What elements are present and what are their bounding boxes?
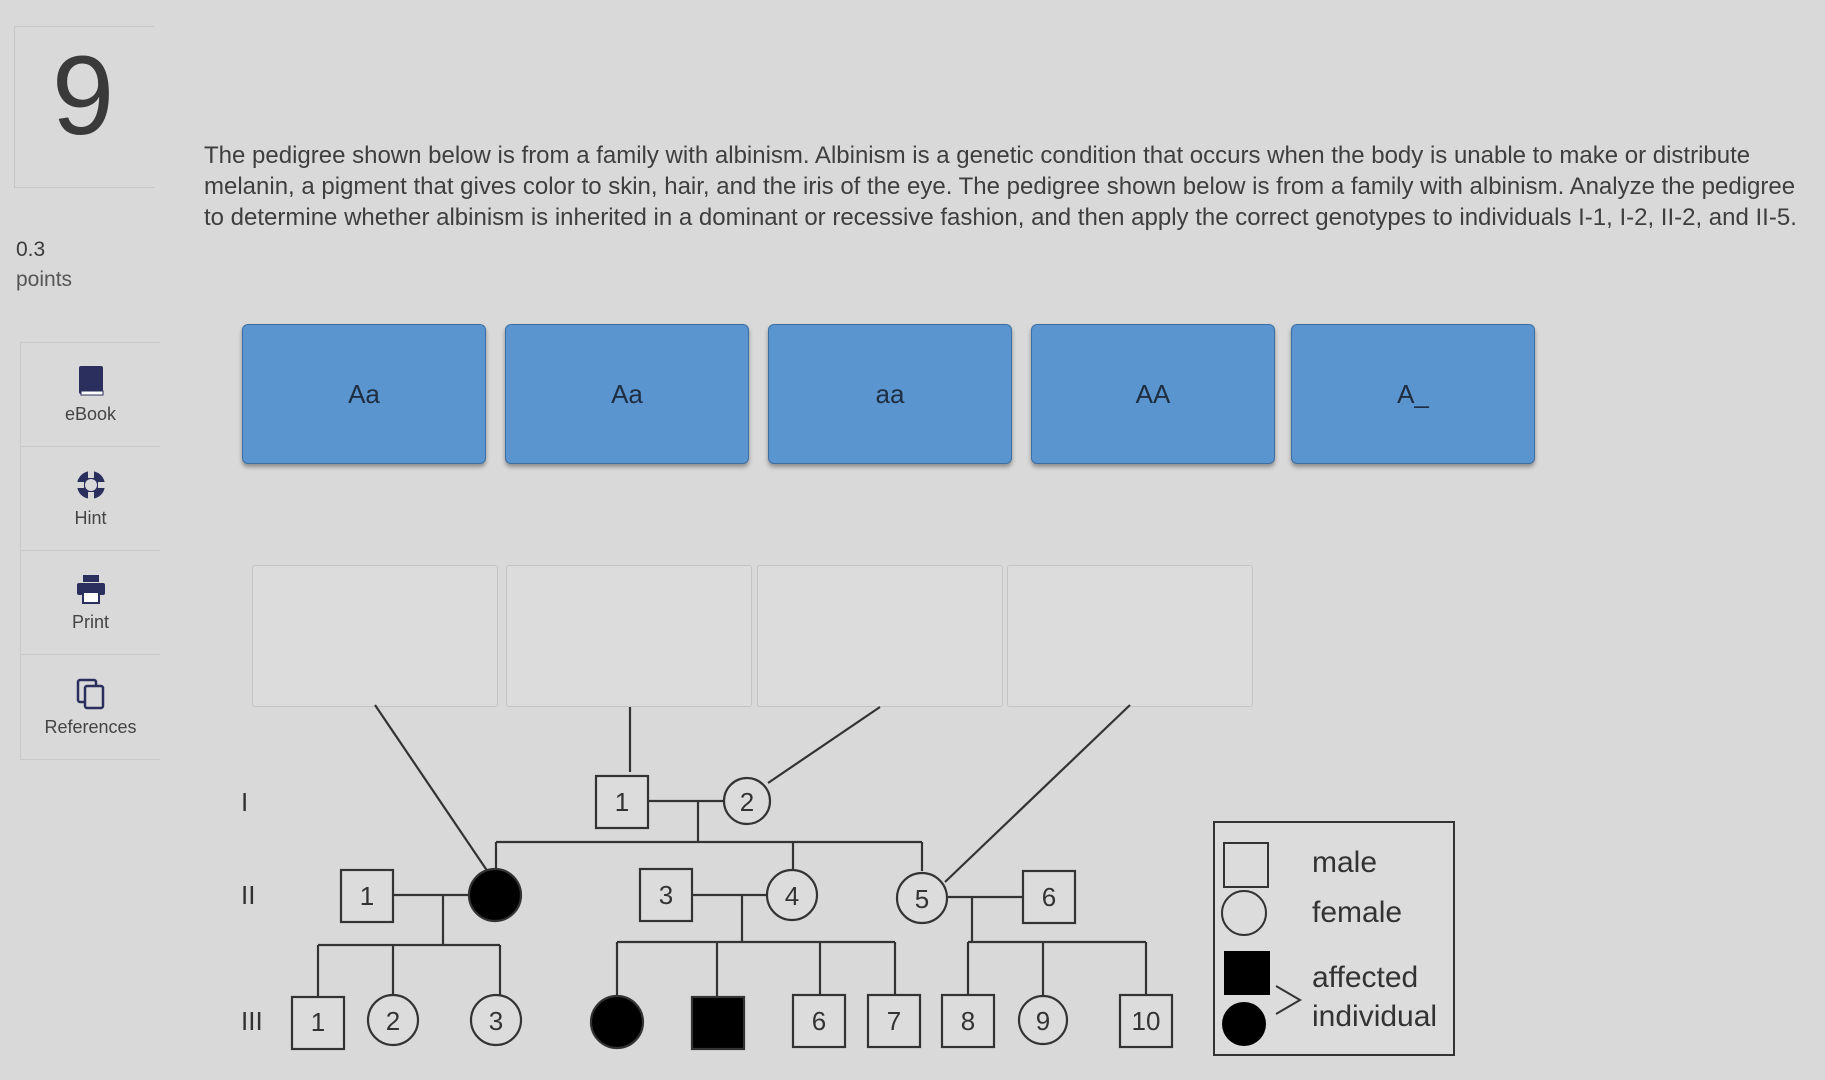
individual-II-5	[895, 871, 949, 925]
individual-I-2	[722, 776, 772, 826]
label-III-2: 2	[386, 1006, 400, 1036]
individual-III-7	[866, 993, 922, 1049]
legend-affected-square	[1224, 951, 1270, 995]
drop-target-3[interactable]	[757, 565, 1003, 707]
answer-chip-aa-2[interactable]: Aa	[505, 324, 749, 464]
label-II-3: 3	[659, 880, 673, 910]
legend-male-square	[1223, 842, 1269, 888]
label-III-3: 3	[489, 1006, 503, 1036]
ebook-button[interactable]: eBook	[21, 343, 160, 447]
answer-chip-aa-1[interactable]: Aa	[242, 324, 486, 464]
individual-III-5	[690, 995, 746, 1051]
connector-target-4	[944, 704, 1131, 883]
connector-target-3	[767, 706, 881, 784]
individual-III-8	[940, 993, 996, 1049]
points-label: points	[16, 268, 73, 291]
legend-affected-label: affected	[1312, 961, 1418, 994]
legend-bracket	[1275, 985, 1302, 1015]
label-I-2: 2	[740, 787, 754, 817]
label-III-9: 9	[1036, 1006, 1050, 1036]
legend: male female affected individual	[1213, 821, 1455, 1056]
individual-II-1	[339, 868, 395, 924]
side-tools: eBook Hint Print References	[20, 342, 160, 760]
label-III-7: 7	[887, 1006, 901, 1036]
copy-icon	[76, 678, 104, 709]
legend-female-circle	[1221, 890, 1267, 936]
label-III-10: 10	[1132, 1006, 1161, 1036]
individual-III-4	[589, 994, 645, 1050]
label-I-1: 1	[615, 787, 629, 817]
label-II-1: 1	[360, 881, 374, 911]
label-II-5: 5	[915, 884, 929, 914]
individual-III-2	[366, 993, 420, 1047]
points-value: 0.3	[16, 238, 46, 261]
lifebuoy-icon	[75, 470, 106, 500]
answer-chip-AA[interactable]: AA	[1031, 324, 1275, 464]
drop-target-1[interactable]	[252, 565, 498, 707]
generation-label-1: I	[241, 787, 248, 817]
ebook-label: eBook	[64, 404, 117, 424]
individual-III-3	[469, 993, 523, 1047]
legend-individual-label: individual	[1312, 1000, 1437, 1033]
individual-III-10	[1118, 993, 1174, 1049]
label-II-4: 4	[785, 881, 799, 911]
legend-male-label: male	[1312, 846, 1377, 879]
individual-III-1	[290, 995, 346, 1051]
individual-III-9	[1017, 994, 1069, 1046]
individual-II-2	[467, 867, 523, 923]
print-label: Print	[71, 612, 109, 632]
drop-target-4[interactable]	[1007, 565, 1253, 707]
generation-label-3: III	[241, 1006, 263, 1036]
hint-label: Hint	[74, 508, 107, 528]
individual-III-6	[791, 993, 847, 1049]
references-button[interactable]: References	[21, 655, 160, 759]
answer-chip-aa-recessive[interactable]: aa	[768, 324, 1012, 464]
individual-I-1	[594, 774, 650, 830]
question-number-box	[14, 26, 154, 188]
question-number: 9	[51, 33, 115, 158]
hint-button[interactable]: Hint	[21, 447, 160, 551]
label-III-1: 1	[311, 1007, 325, 1037]
generation-label-2: II	[241, 880, 255, 910]
printer-icon	[76, 575, 105, 604]
book-icon	[78, 366, 103, 396]
legend-affected-circle	[1222, 1002, 1266, 1046]
legend-female-label: female	[1312, 896, 1402, 929]
answer-chip-A-blank[interactable]: A_	[1291, 324, 1535, 464]
drop-target-2[interactable]	[506, 565, 752, 707]
label-III-8: 8	[961, 1006, 975, 1036]
connector-target-1	[374, 704, 489, 873]
label-III-6: 6	[812, 1006, 826, 1036]
print-button[interactable]: Print	[21, 551, 160, 655]
label-II-6: 6	[1042, 882, 1056, 912]
individual-II-4	[765, 868, 819, 922]
references-label: References	[44, 716, 137, 737]
individual-II-6	[1021, 869, 1077, 925]
question-text: The pedigree shown below is from a famil…	[204, 142, 1797, 231]
individual-II-3	[638, 867, 694, 923]
